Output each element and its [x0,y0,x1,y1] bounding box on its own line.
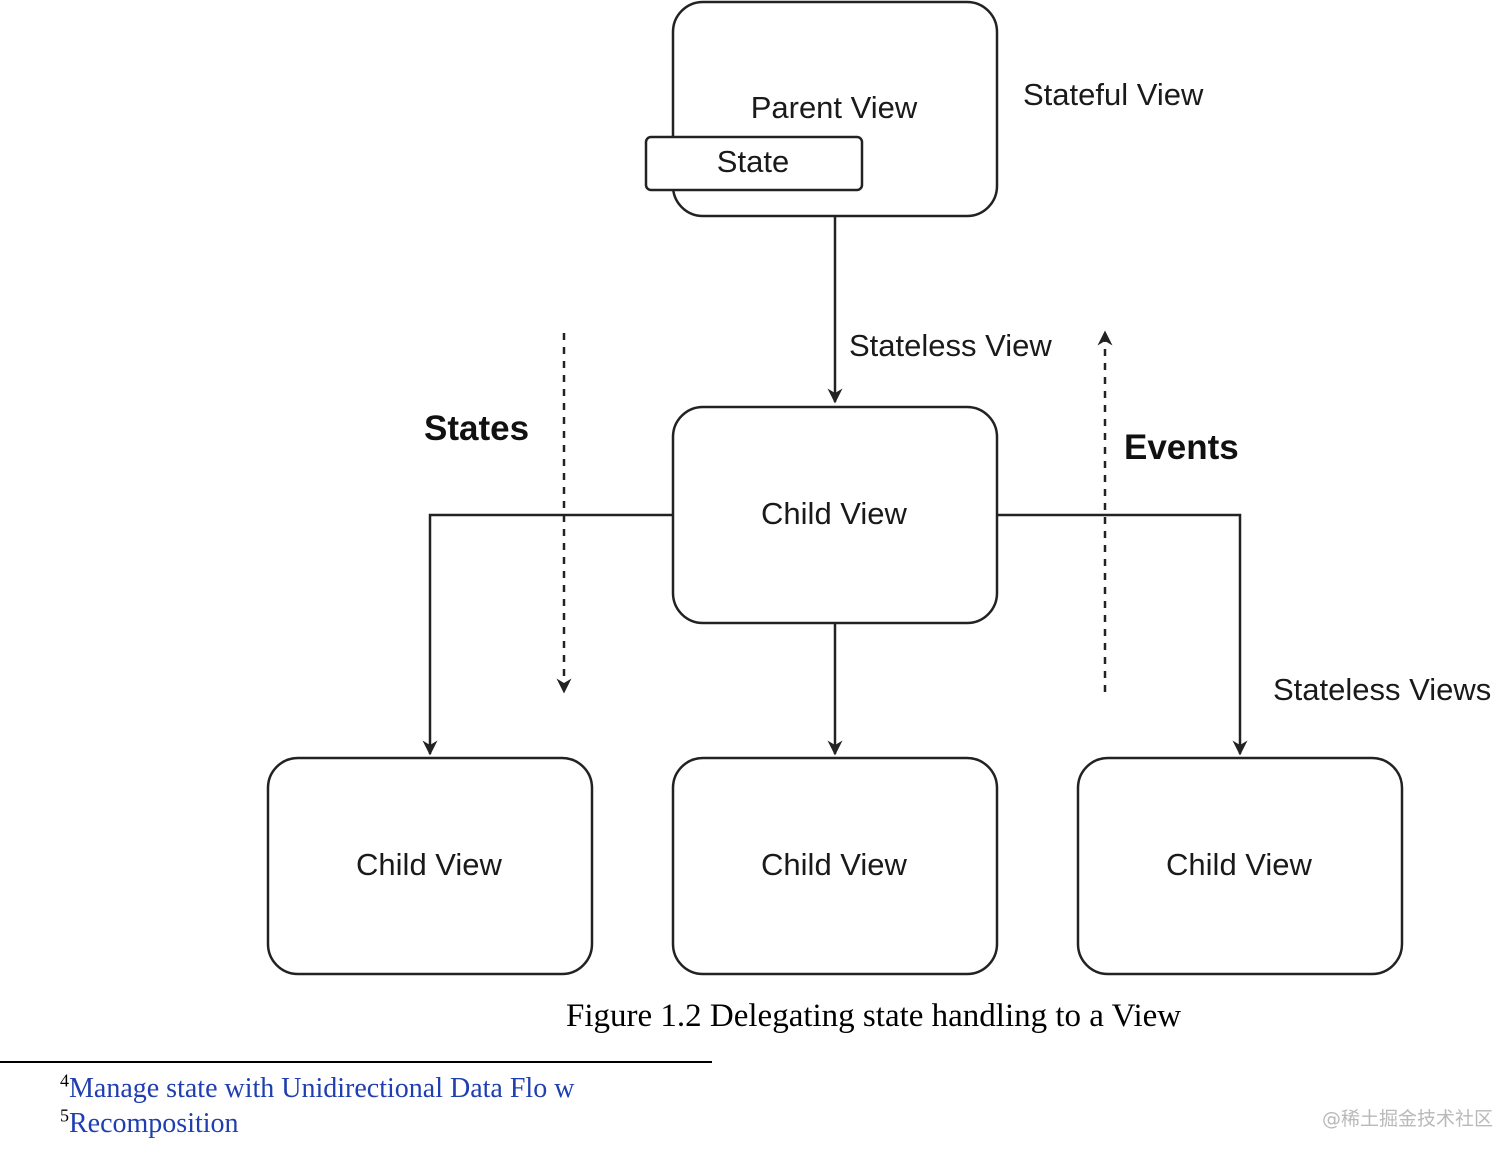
right-branch-connector [997,513,1248,756]
child-view-left-label: Child View [356,847,503,882]
left-branch-connector [422,513,673,756]
footnote-4-link[interactable]: Manage state with Unidirectional Data Fl… [69,1073,575,1104]
child-view-right-label: Child View [1166,847,1313,882]
footnote-5: 5Recomposition [60,1105,239,1140]
state-delegation-diagram: Parent View State Stateful View Stateles… [266,0,1491,976]
parent-view-label: Parent View [751,90,918,125]
state-node: State [644,135,864,192]
footnote-5-link[interactable]: Recomposition [69,1108,239,1139]
child-view-right-node: Child View [1076,756,1404,976]
child-view-middle-label: Child View [761,496,908,531]
events-flow-label: Events [1124,428,1239,467]
stateless-views-label: Stateless Views [1273,672,1491,707]
state-label: State [717,144,789,179]
stateful-view-label: Stateful View [1023,77,1204,112]
figure-caption: Figure 1.2 Delegating state handling to … [566,998,1182,1034]
footnote-4: 4Manage state with Unidirectional Data F… [60,1070,575,1105]
footnote-divider [0,1061,712,1063]
child-view-middle-node: Child View [671,405,999,625]
stateless-view-label: Stateless View [849,328,1052,363]
child-view-center-label: Child View [761,847,908,882]
states-flow-label: States [424,409,529,448]
child-view-center-node: Child View [671,756,999,976]
child-view-left-node: Child View [266,756,594,976]
footnote-5-number: 5 [60,1105,69,1126]
watermark: @稀土掘金技术社区 [1322,1108,1494,1130]
footnote-4-number: 4 [60,1070,69,1091]
